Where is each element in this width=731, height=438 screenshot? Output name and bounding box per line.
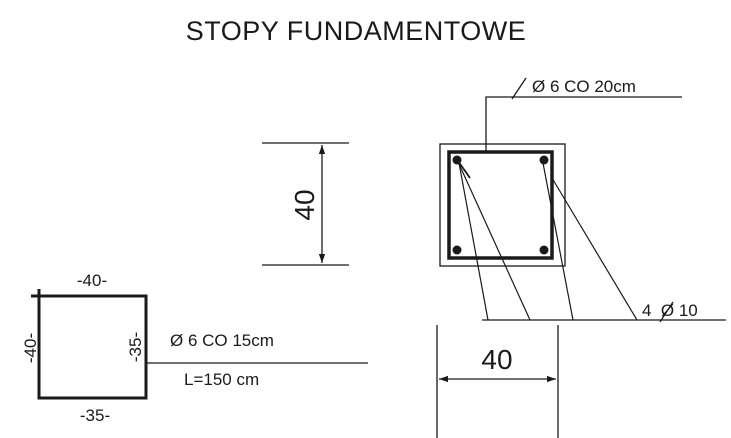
stirrup-hook-section [457, 160, 471, 179]
bar-top-right [539, 155, 549, 165]
stirrup-spec-leader [485, 96, 682, 152]
height-dim-label: 40 [289, 189, 320, 220]
stirrup-top-dim: -40- [77, 271, 107, 290]
stirrup-shape [37, 294, 148, 400]
bar-bottom-left [452, 245, 462, 255]
main-bars-slash [659, 301, 674, 323]
bar-bottom-right [539, 245, 549, 255]
section-stirrup [447, 150, 554, 260]
page-title: STOPY FUNDAMENTOWE [186, 16, 527, 46]
column-section: Ø 6 CO 20cm 4 Ø 10 40 [436, 77, 726, 438]
stirrup-left-dim: -40- [21, 333, 40, 363]
main-bars-label: 4 Ø 10 [642, 301, 698, 320]
elevation-dimension: 40 [262, 142, 349, 266]
stirrup-length-label: L=150 cm [184, 370, 259, 389]
stirrup-spec-label: Ø 6 CO 15cm [170, 331, 274, 350]
section-outline [439, 143, 566, 267]
stirrup-spec-slash [511, 77, 527, 100]
section-stirrup-label: Ø 6 CO 20cm [532, 77, 636, 96]
stirrup-bottom-dim: -35- [80, 406, 110, 425]
stirrup-detail: -40- -40- -35- -35- Ø 6 CO 15cm L=150 cm [21, 271, 368, 425]
stirrup-inner-dim: -35- [126, 332, 145, 362]
main-bars-leaders [458, 162, 726, 321]
width-dim-label: 40 [481, 344, 512, 375]
